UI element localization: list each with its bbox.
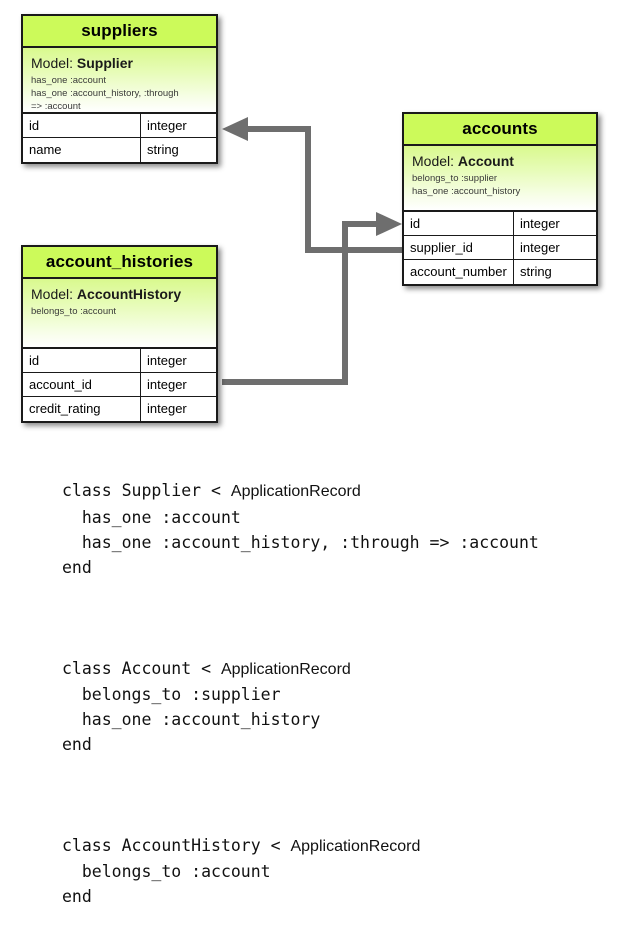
- model-name: Account: [457, 153, 514, 169]
- association-line: => :account: [31, 101, 81, 112]
- field-type: string: [147, 142, 179, 157]
- code-block-supplier: class Supplier < ApplicationRecord has_o…: [62, 478, 622, 580]
- code-line-end: end: [62, 558, 92, 578]
- field-type: integer: [520, 216, 560, 231]
- entity-title-account-histories: account_histories: [23, 247, 216, 279]
- field-row: account_number string: [404, 260, 596, 284]
- field-row: account_id integer: [23, 373, 216, 397]
- field-type: integer: [147, 353, 187, 368]
- entity-account-histories[interactable]: account_histories Model: AccountHistory …: [21, 245, 218, 423]
- connector-account-histories-account-id-to-accounts-id: [222, 212, 402, 385]
- entity-suppliers[interactable]: suppliers Model: Supplier has_one :accou…: [21, 14, 218, 164]
- field-row: id integer: [404, 212, 596, 236]
- erd-diagram: suppliers Model: Supplier has_one :accou…: [0, 0, 633, 430]
- code-line-class-declaration: class Account < ApplicationRecord: [62, 658, 351, 678]
- field-type: integer: [147, 118, 187, 133]
- association-line: belongs_to :supplier: [412, 173, 498, 184]
- code-line: has_one :account_history: [62, 710, 321, 730]
- model-name: AccountHistory: [76, 286, 182, 302]
- association-line: has_one :account_history, :through: [31, 88, 179, 99]
- code-line: has_one :account_history, :through => :a…: [62, 532, 539, 552]
- field-name: id: [23, 349, 141, 372]
- field-type: integer: [147, 377, 187, 392]
- connector-accounts-supplier-id-to-suppliers-id: [222, 117, 402, 253]
- field-type: integer: [147, 401, 187, 416]
- code-listing: class Supplier < ApplicationRecord has_o…: [62, 428, 622, 935]
- field-name: name: [23, 138, 141, 162]
- field-name: supplier_id: [404, 236, 514, 259]
- model-line: Model: Account: [412, 153, 588, 169]
- code-line: belongs_to :supplier: [62, 684, 281, 704]
- field-name: id: [23, 114, 141, 137]
- code-line: belongs_to :account: [62, 862, 271, 882]
- code-block-account-history: class AccountHistory < ApplicationRecord…: [62, 833, 622, 910]
- code-superclass: ApplicationRecord: [230, 483, 361, 501]
- entity-accounts[interactable]: accounts Model: Account belongs_to :supp…: [402, 112, 598, 286]
- model-line: Model: AccountHistory: [31, 286, 208, 302]
- association-line: belongs_to :account: [31, 306, 117, 317]
- code-superclass: ApplicationRecord: [220, 660, 351, 678]
- field-row: supplier_id integer: [404, 236, 596, 260]
- code-line-class-declaration: class AccountHistory < ApplicationRecord: [62, 835, 421, 855]
- association-line: has_one :account: [31, 75, 107, 86]
- entity-title-suppliers: suppliers: [23, 16, 216, 48]
- field-type: integer: [520, 240, 560, 255]
- association-line: has_one :account_history: [412, 186, 521, 197]
- code-superclass: ApplicationRecord: [290, 837, 421, 855]
- model-label: Model:: [412, 153, 455, 169]
- field-name: account_number: [404, 260, 514, 284]
- field-type: string: [520, 264, 552, 279]
- field-name: account_id: [23, 373, 141, 396]
- entity-model-accounts: Model: Account belongs_to :supplier has_…: [404, 146, 596, 212]
- code-block-account: class Account < ApplicationRecord belong…: [62, 656, 622, 758]
- field-name: id: [404, 212, 514, 235]
- entity-model-suppliers: Model: Supplier has_one :account has_one…: [23, 48, 216, 114]
- model-name: Supplier: [76, 55, 133, 71]
- code-line-end: end: [62, 735, 92, 755]
- entity-title-accounts: accounts: [404, 114, 596, 146]
- code-line: has_one :account: [62, 507, 241, 527]
- code-line-class-declaration: class Supplier < ApplicationRecord: [62, 481, 361, 501]
- field-row: name string: [23, 138, 216, 162]
- code-line-end: end: [62, 887, 92, 907]
- field-name: credit_rating: [23, 397, 141, 421]
- model-label: Model:: [31, 55, 74, 71]
- field-row: credit_rating integer: [23, 397, 216, 421]
- model-label: Model:: [31, 286, 74, 302]
- field-row: id integer: [23, 349, 216, 373]
- field-row: id integer: [23, 114, 216, 138]
- entity-model-account-histories: Model: AccountHistory belongs_to :accoun…: [23, 279, 216, 349]
- model-line: Model: Supplier: [31, 55, 208, 71]
